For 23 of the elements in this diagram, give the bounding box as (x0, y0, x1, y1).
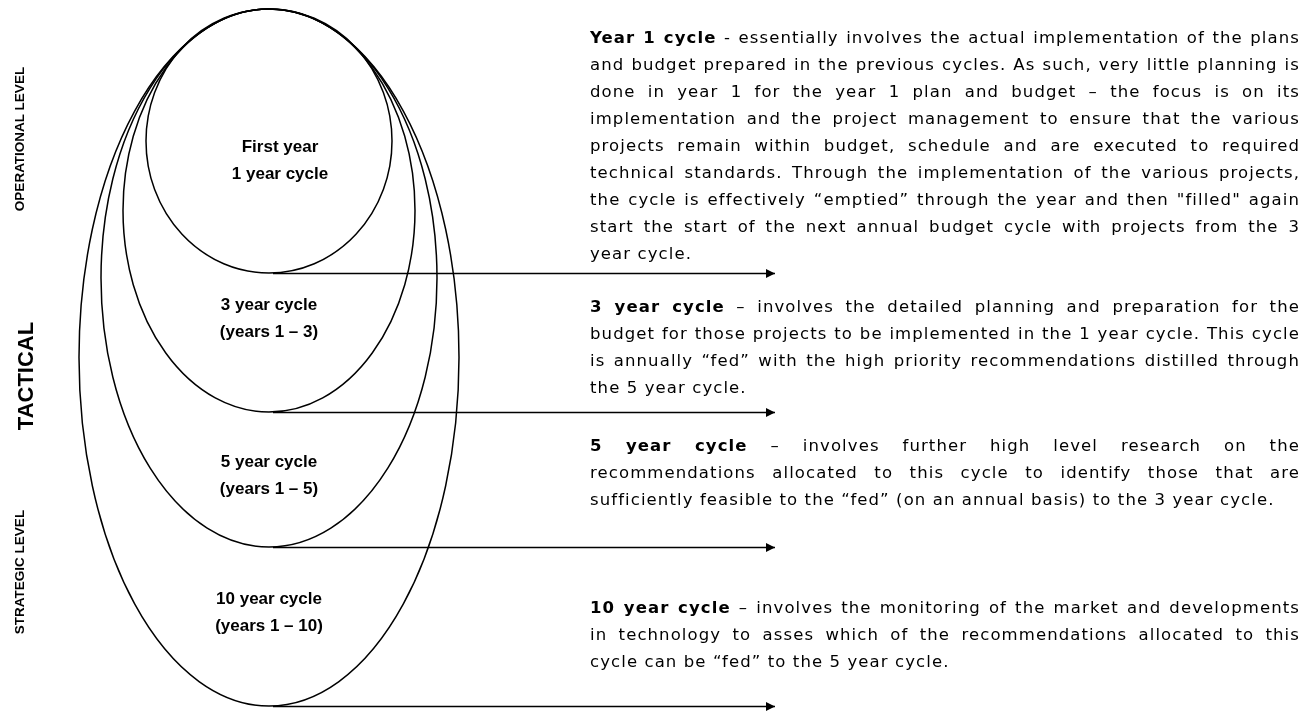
arrow (272, 269, 776, 278)
description-paragraph: Year 1 cycle - essentially involves the actual implementation of the plans and budget prepared in the previous cycles. As such, very little planning is done in year 1 for the year 1 plan and budget – the focus is on its implementation and the project management to ensure that the various projects remain within budget, schedule and are executed to required technical standards. Through the implementation of the various projects, the cycle is effectively “emptied” through the year and then "filled" again start the start of the next annual budget cycle with projects from the 3 year cycle. (590, 27, 1300, 265)
cycle-ellipse (78, 8, 460, 707)
cycle-ellipse (100, 8, 438, 548)
cycle-label: 1 year cycle (231, 163, 329, 185)
cycle-label: 5 year cycle (220, 451, 318, 473)
arrow (272, 408, 776, 417)
arrow (272, 702, 776, 711)
cycle-label: (years 1 – 3) (219, 321, 319, 343)
cycle-label: 3 year cycle (220, 294, 318, 316)
description-paragraph: 3 year cycle – involves the detailed planning and preparation for the budget for those projects to be implemented in the 1 year cycle. This cycle is annually “fed” with the high priority recommendations distilled through the 5 year cycle. (590, 296, 1300, 399)
cycle-label: (years 1 – 5) (219, 478, 319, 500)
cycle-label: First year (241, 136, 319, 158)
cycle-label: (years 1 – 10) (215, 615, 323, 637)
cycle-ellipse (145, 8, 393, 274)
description-paragraph: 10 year cycle – involves the monitoring of the market and developments in technology to asses which of the recommendations allocated to this cycle can be “fed” to the 5 year cycle. (590, 597, 1300, 673)
cycle-ellipse (122, 8, 416, 413)
arrow (272, 543, 776, 552)
level-label: OPERATIONAL LEVEL (10, 66, 28, 212)
level-label: TACTICAL (11, 321, 39, 431)
level-label: STRATEGIC LEVEL (10, 509, 28, 635)
description-paragraph: 5 year cycle – involves further high level research on the recommendations allocated to this cycle to identify those that are sufficiently feasible to the “fed” (on an annual basis) to the 3 year cycle. (590, 435, 1300, 511)
cycle-label: 10 year cycle (216, 588, 322, 610)
